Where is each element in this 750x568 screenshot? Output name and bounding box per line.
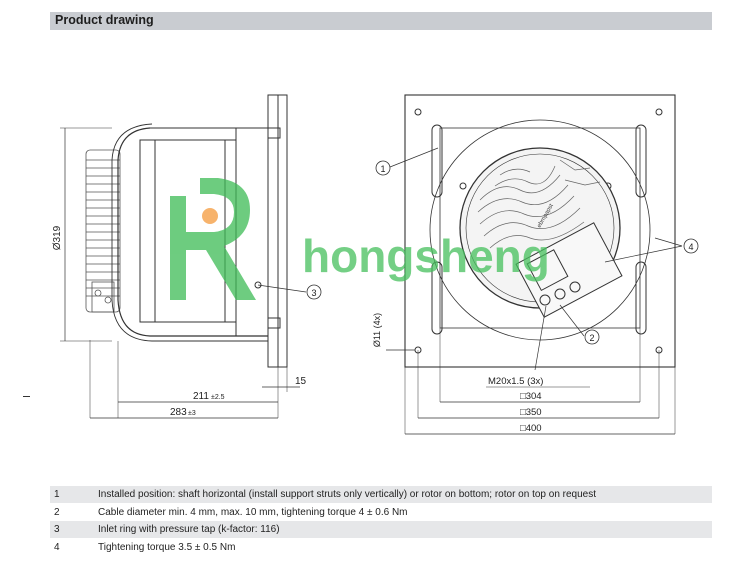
note-row: 4 Tightening torque 3.5 ± 0.5 Nm: [50, 538, 712, 556]
dim-15-label: 15: [295, 376, 307, 387]
dim-hole-label: Ø11 (4x): [372, 313, 382, 347]
product-drawing: hongsheng Ø319 211 ±2.5 283 ±3 15 3 1 4 …: [52, 94, 699, 435]
note-text: Inlet ring with pressure tap (k-factor: …: [98, 524, 280, 535]
note-number: 2: [54, 507, 60, 518]
note-number: 1: [54, 489, 60, 500]
dim-350-label: □350: [520, 407, 542, 418]
note-text: Installed position: shaft horizontal (in…: [98, 489, 597, 500]
notes-table: 1 Installed position: shaft horizontal (…: [50, 486, 712, 556]
watermark-logo: [170, 178, 256, 300]
callout-4: 4: [688, 242, 693, 252]
dim-283-tolerance: ±3: [188, 410, 196, 417]
callout-3: 3: [311, 288, 316, 298]
section-header: Product drawing: [50, 12, 712, 30]
watermark-text: hongsheng: [302, 230, 550, 282]
note-row: 1 Installed position: shaft horizontal (…: [50, 486, 712, 503]
dim-400-label: □400: [520, 423, 542, 434]
watermark: hongsheng: [170, 178, 550, 300]
dim-304-label: □304: [520, 391, 542, 402]
side-view: [60, 94, 322, 419]
section-title: Product drawing: [55, 13, 154, 27]
thread-label: M20x1.5 (3x): [488, 376, 543, 387]
note-row: 3 Inlet ring with pressure tap (k-factor…: [50, 521, 712, 538]
callout-1: 1: [380, 164, 385, 174]
note-text: Tightening torque 3.5 ± 0.5 Nm: [98, 542, 236, 553]
note-number: 4: [54, 542, 60, 553]
dim-diameter-label: Ø319: [52, 225, 63, 250]
dim-283-label: 283: [170, 407, 187, 418]
dim-211-label: 211: [193, 391, 209, 402]
note-row: 2 Cable diameter min. 4 mm, max. 10 mm, …: [50, 503, 712, 521]
dim-211-tolerance: ±2.5: [211, 394, 225, 401]
margin-mark: [23, 396, 30, 397]
callout-2: 2: [589, 333, 594, 343]
note-number: 3: [54, 524, 60, 535]
note-text: Cable diameter min. 4 mm, max. 10 mm, ti…: [98, 507, 408, 518]
front-view: [375, 94, 699, 435]
motor-fins: [85, 149, 121, 313]
